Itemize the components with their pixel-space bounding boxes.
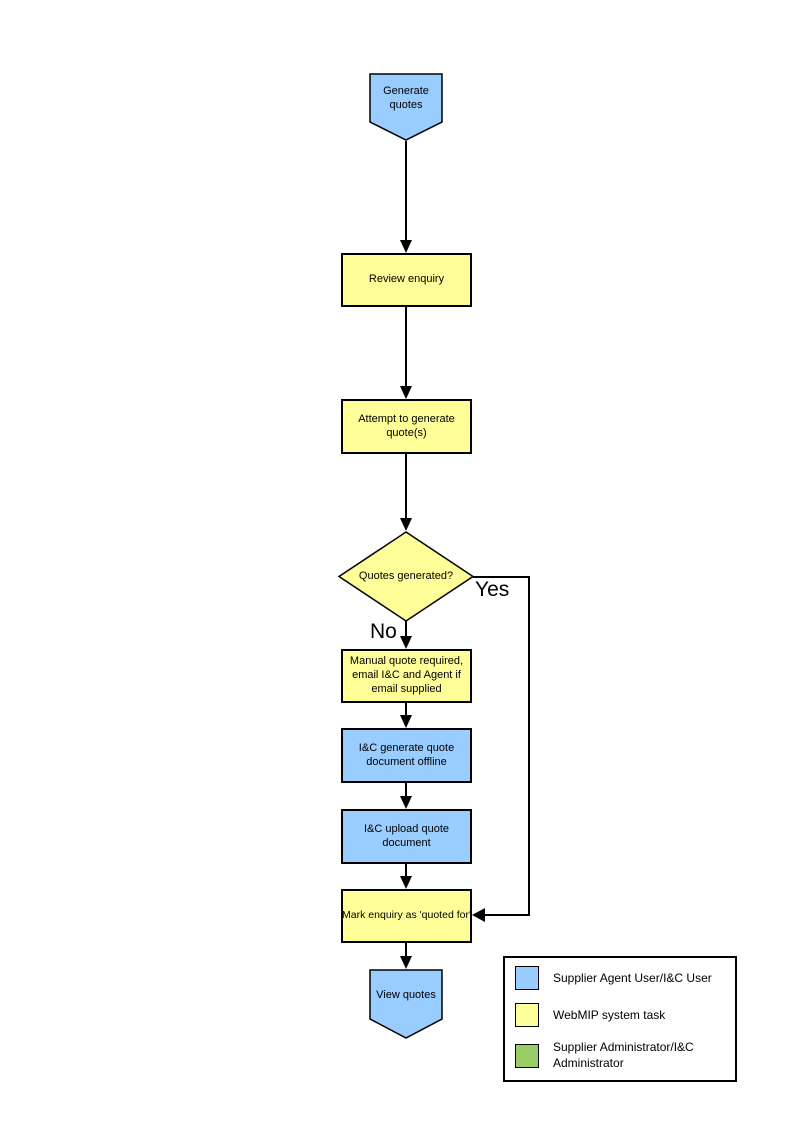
pentagon-down-shape (369, 73, 443, 141)
node-label: Quotes generated? (358, 569, 454, 582)
legend-item-supplier-admin: Supplier Administrator/I&C Administrator (515, 1040, 725, 1071)
node-mark-enquiry-quoted: Mark enquiry as 'quoted for' (341, 889, 472, 943)
yes-branch-line-vertical (528, 576, 530, 916)
arrowhead-down-icon (400, 715, 412, 728)
connector-line (405, 454, 407, 518)
pentagon-down-polygon (369, 969, 443, 1039)
connector-line (405, 621, 407, 636)
node-generate-quotes: Generate quotes (369, 73, 443, 141)
node-label: Attempt to generate quote(s) (358, 412, 455, 439)
connector-line (405, 307, 407, 386)
yes-branch-line-horizontal (473, 576, 530, 578)
legend-label: Supplier Administrator/I&C Administrator (553, 1040, 694, 1070)
legend-swatch-yellow (515, 1003, 539, 1028)
node-label: I&C upload quote document (363, 822, 449, 849)
node-attempt-generate: Attempt to generate quote(s) (341, 399, 472, 454)
arrowhead-down-icon (400, 636, 412, 649)
legend-label: Supplier Agent User/I&C User (553, 970, 712, 985)
node-ic-generate-offline: I&C generate quote document offline (341, 728, 472, 783)
legend-label: WebMIP system task (553, 1007, 666, 1022)
connector-line (405, 943, 407, 956)
legend-item-webmip-task: WebMIP system task (515, 1003, 725, 1028)
node-label: Generate quotes (383, 85, 429, 111)
node-label: Review enquiry (368, 273, 445, 286)
arrowhead-down-icon (400, 796, 412, 809)
pentagon-down-polygon (369, 73, 443, 141)
connector-line (405, 783, 407, 796)
arrowhead-down-icon (400, 240, 412, 253)
node-label: View quotes (376, 989, 436, 1002)
legend-swatch-blue (515, 966, 539, 991)
node-review-enquiry: Review enquiry (341, 253, 472, 307)
connector-line (405, 703, 407, 715)
legend-box: Supplier Agent User/I&C User WebMIP syst… (503, 956, 737, 1082)
node-view-quotes: View quotes (369, 969, 443, 1039)
pentagon-down-shape (369, 969, 443, 1039)
legend-swatch-green (515, 1044, 539, 1068)
node-quotes-generated-decision: Quotes generated? (338, 531, 474, 622)
node-label: I&C generate quote document offline (358, 741, 455, 768)
arrowhead-down-icon (400, 956, 412, 969)
node-ic-upload-document: I&C upload quote document (341, 809, 472, 864)
arrowhead-left-icon (472, 908, 485, 922)
legend-item-supplier-agent: Supplier Agent User/I&C User (515, 966, 725, 991)
arrowhead-down-icon (400, 518, 412, 531)
arrowhead-down-icon (400, 876, 412, 889)
arrowhead-down-icon (400, 386, 412, 399)
node-label: Manual quote required, email I&C and Age… (349, 655, 464, 695)
connector-line (405, 141, 407, 240)
yes-branch-line-return (485, 914, 530, 916)
no-branch-label: No (370, 620, 397, 643)
node-label: Mark enquiry as 'quoted for' (342, 909, 471, 922)
yes-branch-label: Yes (475, 578, 510, 601)
connector-line (405, 864, 407, 876)
node-manual-quote-required: Manual quote required, email I&C and Age… (341, 649, 472, 703)
